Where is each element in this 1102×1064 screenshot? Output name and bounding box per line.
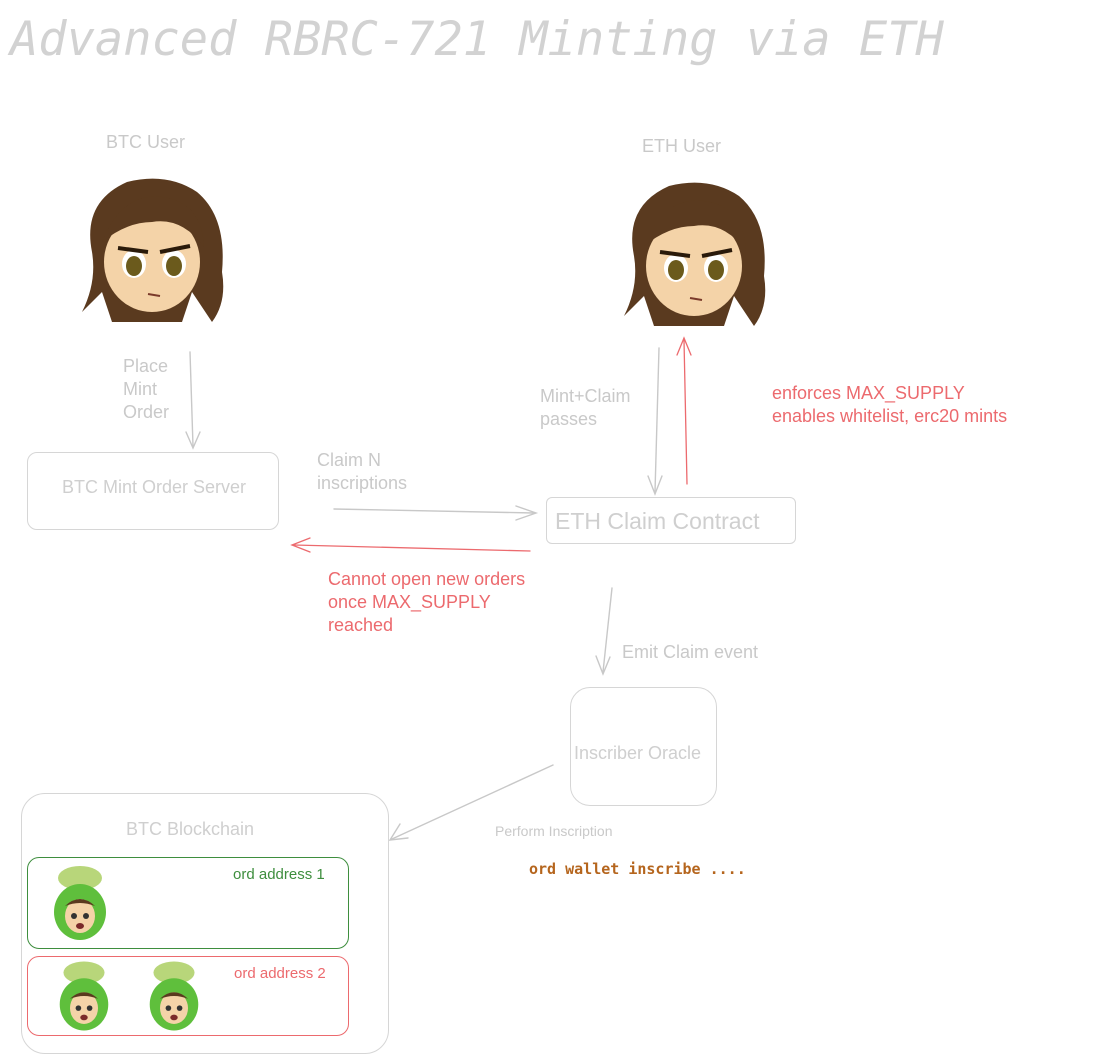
arrow-cannot-open	[293, 544, 531, 552]
perform-inscription-label: Perform Inscription	[495, 823, 613, 839]
ord-address-2-box: ord address 2	[27, 956, 349, 1036]
arrow-perform	[391, 764, 554, 840]
eth-contract-label: ETH Claim Contract	[555, 508, 760, 534]
diagram-title: Advanced RBRC-721 Minting via ETH	[10, 12, 944, 67]
inscribe-command: ord wallet inscribe ....	[529, 860, 746, 878]
frog-inscription-icon	[149, 961, 199, 1031]
address1-label: ord address 1	[233, 866, 325, 883]
mint-claim-label: Mint+Claim passes	[540, 386, 631, 429]
btc-mint-order-server-box[interactable]: BTC Mint Order Server	[27, 452, 279, 530]
frog-inscription-icon	[59, 961, 109, 1031]
blockchain-label: BTC Blockchain	[126, 819, 255, 839]
arrow-enforces	[683, 339, 688, 485]
btc-user-label: BTC User	[106, 132, 186, 152]
eth-claim-contract-box[interactable]: ETH Claim Contract	[546, 497, 796, 544]
btc-server-label: BTC Mint Order Server	[62, 477, 247, 497]
btc-user-avatar	[82, 178, 224, 322]
arrow-mint-claim	[654, 347, 660, 493]
arrow-place-order	[189, 351, 194, 447]
btc-blockchain-box: BTC Blockchain ord address 1 ord address…	[21, 793, 389, 1054]
cannot-open-label: Cannot open new orders once MAX_SUPPLY r…	[328, 569, 526, 635]
arrow-claim-n	[333, 508, 535, 514]
claim-n-label: Claim N inscriptions	[317, 450, 408, 493]
enforces-label: enforces MAX_SUPPLY enables whitelist, e…	[772, 383, 1008, 426]
frog-inscription-icon	[54, 866, 106, 940]
arrow-emit-claim	[602, 587, 613, 673]
eth-user-label: ETH User	[642, 136, 722, 156]
place-order-label: Place Mint Order	[123, 356, 170, 422]
oracle-label: Inscriber Oracle	[574, 743, 702, 763]
ord-address-1-box: ord address 1	[27, 857, 349, 949]
emit-claim-label: Emit Claim event	[622, 642, 759, 662]
inscriber-oracle-box[interactable]: Inscriber Oracle	[570, 687, 717, 806]
eth-user-avatar	[624, 182, 766, 326]
address2-label: ord address 2	[234, 965, 326, 982]
